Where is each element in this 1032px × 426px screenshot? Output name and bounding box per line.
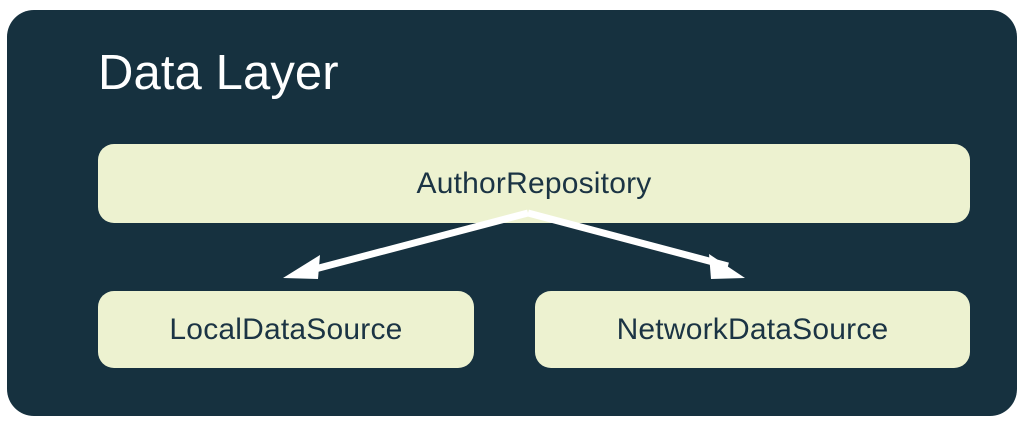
data-layer-container: Data Layer AuthorRepository LocalDataSou… — [7, 10, 1017, 416]
node-local-data-source[interactable]: LocalDataSource — [98, 291, 474, 368]
node-network-data-source[interactable]: NetworkDataSource — [535, 291, 970, 368]
node-author-repository[interactable]: AuthorRepository — [98, 144, 970, 223]
node-network-data-source-label: NetworkDataSource — [616, 312, 889, 346]
node-local-data-source-label: LocalDataSource — [169, 312, 403, 346]
page-title: Data Layer — [98, 46, 339, 100]
node-author-repository-label: AuthorRepository — [416, 166, 652, 200]
